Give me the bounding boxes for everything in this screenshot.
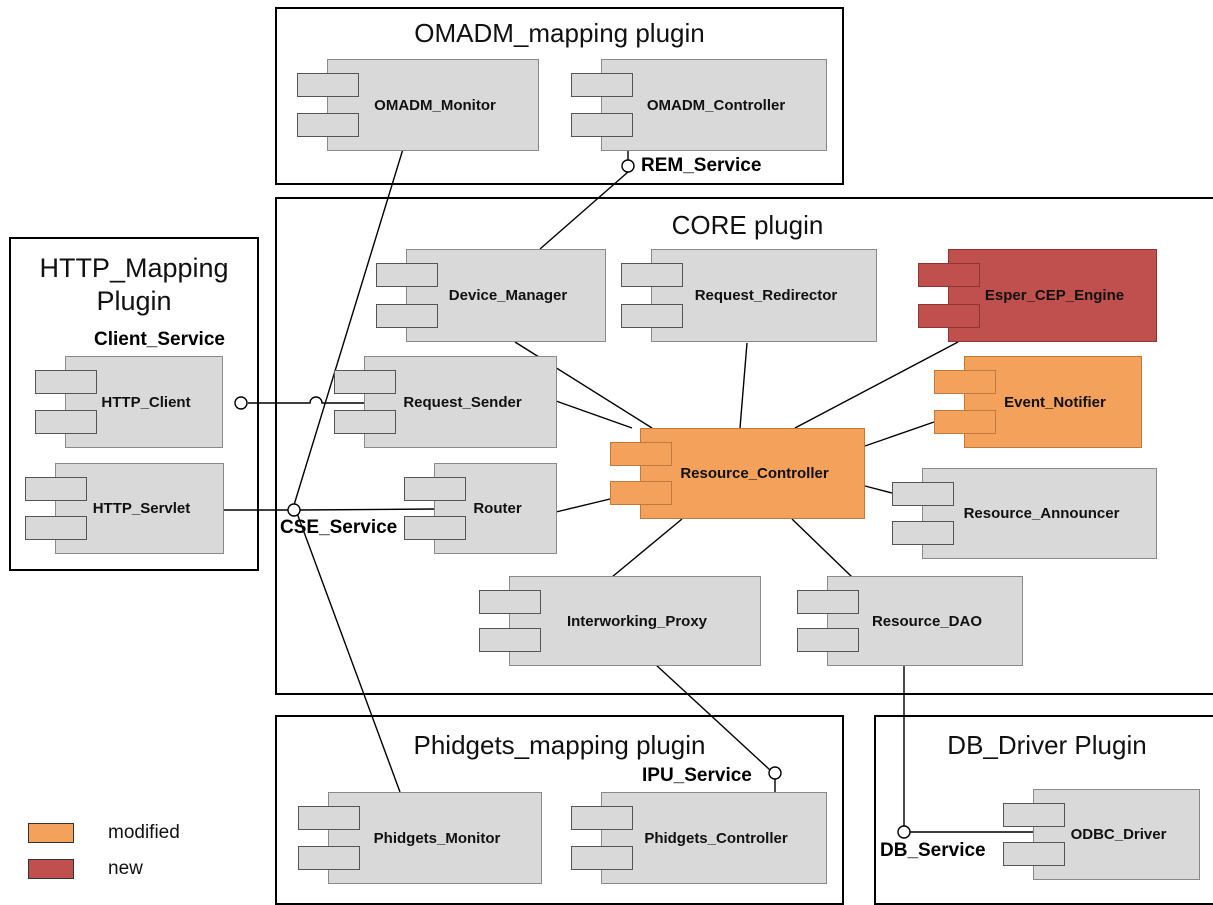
client-service-label: Client_Service [94, 329, 225, 350]
interworking-proxy-component: Interworking_Proxy [479, 576, 761, 666]
db-service-label: DB_Service [880, 840, 986, 861]
link-rc-resourceannouncer [864, 485, 893, 494]
omadm-plugin-title: OMADM_mapping plugin [414, 18, 705, 48]
legend-new-swatch [28, 859, 74, 879]
phidgets-monitor-label: Phidgets_Monitor [373, 829, 501, 847]
link-rc-interworkingproxy [611, 518, 683, 578]
phidgets-controller-label: Phidgets_Controller [644, 829, 788, 847]
request-redirector-component: Request_Redirector [621, 249, 877, 342]
esper-cep-engine-component: Esper_CEP_Engine [918, 249, 1157, 342]
request-sender-label: Request_Sender [403, 393, 522, 411]
link-cse-phidgetsmonitor [293, 504, 401, 793]
resource-controller-component: Resource_Controller [610, 428, 865, 519]
router-component: Router [404, 463, 557, 554]
odbc-driver-label: ODBC_Driver [1070, 826, 1167, 843]
link-router-rc [555, 498, 611, 513]
rem-service-label: REM_Service [641, 155, 762, 176]
http-client-label: HTTP_Client [101, 393, 191, 411]
event-notifier-component: Event_Notifier [934, 356, 1142, 448]
link-eventnotifier-rc [864, 421, 935, 447]
cse-service-label: CSE_Service [280, 517, 398, 538]
phidgets-controller-component: Phidgets_Controller [571, 792, 827, 884]
legend-new-label: new [108, 858, 143, 879]
request-sender-component: Request_Sender [334, 356, 557, 448]
resource-dao-label: Resource_DAO [871, 612, 983, 630]
omadm-monitor-component: OMADM_Monitor [297, 59, 539, 151]
http-plugin-title-line1: HTTP_Mapping [39, 253, 229, 283]
ipu-service-lollipop [768, 766, 782, 780]
db-plugin-title: DB_Driver Plugin [947, 730, 1147, 760]
link-requestsender-rc [555, 400, 633, 429]
http-servlet-label: HTTP_Servlet [92, 500, 191, 517]
router-label: Router [473, 500, 522, 517]
omadm-controller-label: OMADM_Controller [646, 96, 786, 114]
core-plugin: CORE plugin [275, 197, 1213, 695]
link-cse-router [299, 508, 435, 511]
resource-controller-label: Resource_Controller [680, 465, 829, 482]
resource-dao-component: Resource_DAO [797, 576, 1023, 666]
rem-service-lollipop [621, 159, 635, 173]
cse-service-lollipop [287, 503, 301, 517]
omadm-mapping-plugin: OMADM_mapping plugin [275, 7, 844, 185]
db-service-lollipop [897, 825, 911, 839]
client-service-lollipop [234, 396, 248, 410]
link-rc-resourcedao [791, 518, 853, 578]
device-manager-component: Device_Manager [376, 249, 606, 342]
omadm-monitor-label: OMADM_Monitor [374, 96, 496, 114]
omadm-controller-component: OMADM_Controller [571, 59, 827, 151]
interworking-proxy-label: Interworking_Proxy [566, 612, 708, 630]
link-httpclient-requestsender [248, 396, 364, 404]
core-plugin-title: CORE plugin [671, 210, 824, 240]
odbc-driver-component: ODBC_Driver [1003, 789, 1200, 880]
legend-modified-swatch [28, 823, 74, 843]
phidgets-monitor-component: Phidgets_Monitor [298, 792, 542, 884]
ipu-service-label: IPU_Service [642, 765, 752, 786]
link-esper-rc [794, 341, 959, 429]
link-omadmmonitor-cse [293, 148, 404, 506]
request-redirector-label: Request_Redirector [694, 287, 838, 304]
link-interworkingproxy-ipu [654, 663, 771, 771]
esper-cep-engine-label: Esper_CEP_Engine [984, 287, 1125, 304]
http-client-component: HTTP_Client [35, 356, 223, 448]
link-remservice-devicemanager [539, 171, 629, 250]
http-plugin-title-line2: Plugin [96, 286, 172, 316]
resource-announcer-label: Resource_Announcer [963, 505, 1120, 522]
resource-announcer-component: Resource_Announcer [892, 468, 1157, 559]
http-mapping-plugin: HTTP_Mapping Plugin [9, 237, 259, 571]
link-requestredirector-rc [739, 342, 748, 429]
device-manager-label: Device_Manager [448, 287, 568, 304]
http-servlet-component: HTTP_Servlet [25, 463, 224, 554]
legend-modified-label: modified [108, 822, 180, 843]
event-notifier-label: Event_Notifier [1004, 393, 1106, 411]
phidgets-plugin-title: Phidgets_mapping plugin [413, 730, 706, 760]
